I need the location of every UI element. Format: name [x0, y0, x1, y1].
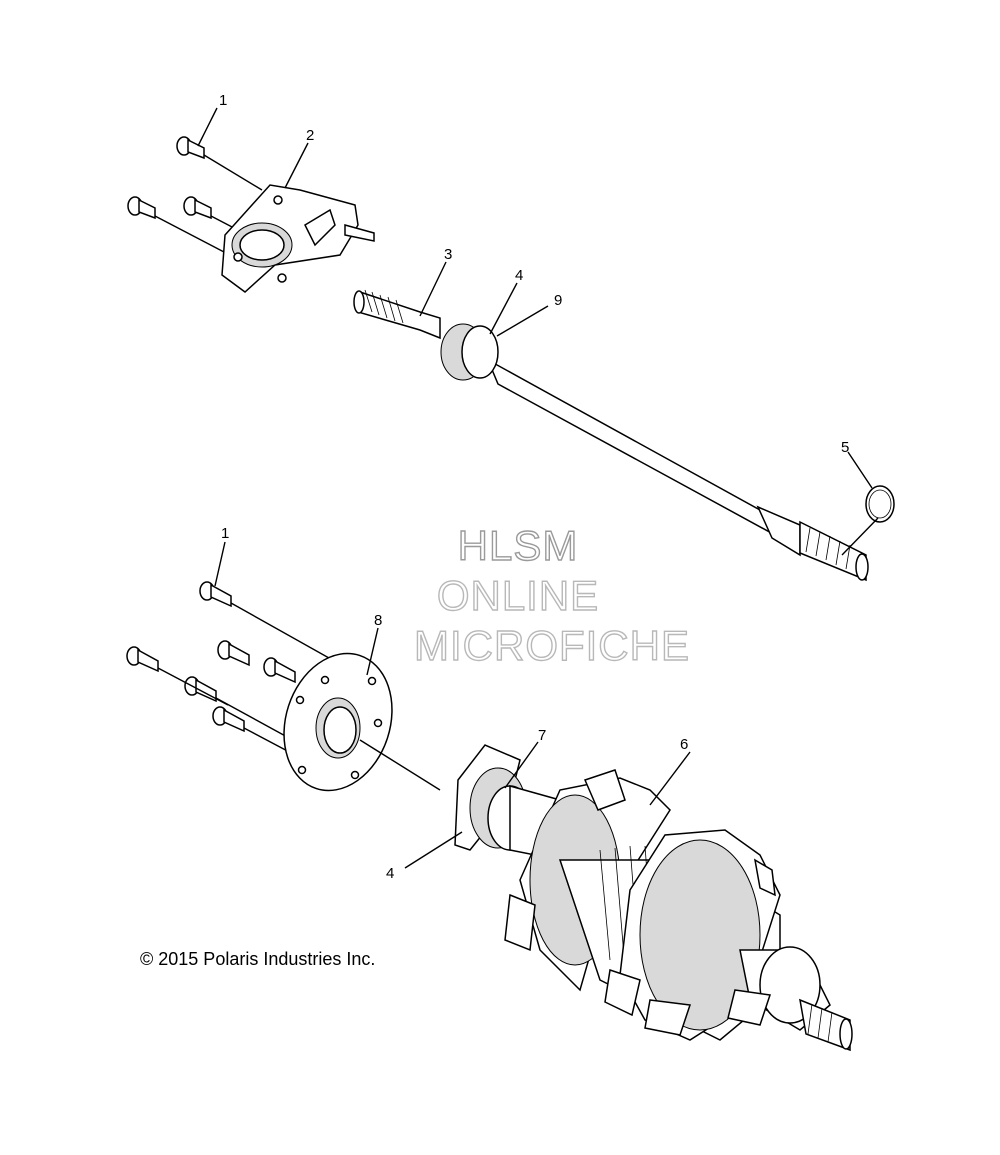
watermark-line-1: HLSM — [458, 522, 579, 569]
bolt-upper-left — [127, 196, 156, 220]
callout-7: 7 — [538, 727, 546, 744]
bolt-lower-a — [217, 640, 250, 667]
callout-4-upper: 4 — [515, 267, 523, 284]
bolt-item-1-upper — [176, 136, 205, 160]
bolt-lower-e — [212, 706, 245, 733]
clutch-assembly-item-6 — [504, 769, 853, 1052]
callout-1-lower: 1 — [221, 525, 229, 542]
flange-plate-item-2 — [221, 184, 375, 293]
callout-6: 6 — [680, 736, 688, 753]
callout-3: 3 — [444, 246, 452, 263]
callout-9: 9 — [554, 292, 562, 309]
o-ring-item-5 — [865, 485, 895, 523]
bolt-upper-middle — [183, 196, 212, 220]
bolt-lower-c — [126, 646, 159, 673]
bearing-item-4-9 — [440, 323, 499, 381]
callout-8: 8 — [374, 612, 382, 629]
watermark-line-3: MICROFICHE — [414, 622, 690, 669]
watermark-line-2: ONLINE — [437, 572, 599, 619]
callout-2: 2 — [306, 127, 314, 144]
bolt-lower-d — [184, 676, 217, 703]
round-flange-item-8 — [283, 652, 393, 792]
copyright-notice: © 2015 Polaris Industries Inc. — [140, 949, 375, 969]
callout-5: 5 — [841, 439, 849, 456]
bolt-item-1-lower — [199, 581, 232, 608]
drive-shaft-item-3 — [353, 289, 869, 582]
callout-4-lower: 4 — [386, 865, 394, 882]
bolt-lower-b — [263, 657, 296, 684]
callout-1-upper: 1 — [219, 92, 227, 109]
